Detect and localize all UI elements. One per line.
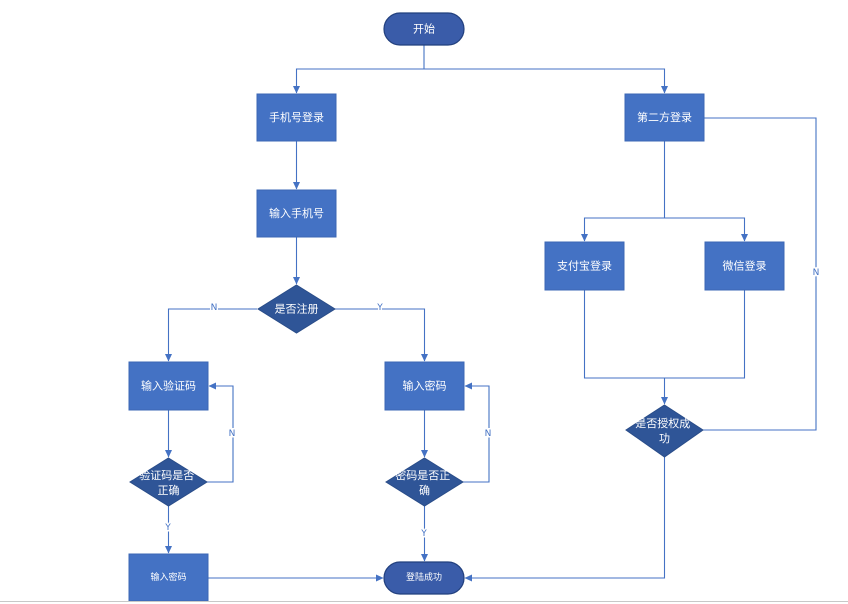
code-correct-decision-shape [129, 457, 208, 507]
start-terminal-shape [383, 12, 465, 46]
input-code-label: 输入验证码 [141, 379, 196, 393]
connector-not-registered [165, 308, 257, 362]
phone-login-label: 手机号登录 [269, 110, 324, 124]
node-start: 开始 [383, 12, 465, 46]
connectors [165, 45, 817, 582]
node-password-correct: 密码是否正 确 [385, 457, 464, 507]
node-code-correct: 验证码是否 正确 [129, 457, 208, 507]
connector-code-wrong-loop [207, 382, 234, 483]
auth-success-label-line-1: 是否授权成 [635, 416, 690, 430]
connector-registered [335, 308, 428, 362]
is-registered-decision-shape [257, 284, 336, 334]
node-is-registered: 是否注册 [257, 284, 336, 334]
node-input-password: 输入密码 [384, 361, 465, 411]
phone-login-process-shape [256, 93, 337, 142]
password-correct-label-line-2: 确 [419, 484, 430, 497]
login-success-terminal-shape [383, 561, 465, 595]
password-correct-label: 密码是否正 确 [395, 468, 454, 497]
password-correct-label-line-1: 密码是否正 [395, 468, 450, 482]
input-phone-process-shape [256, 189, 337, 238]
alipay-login-process-shape [544, 241, 625, 291]
node-login-success: 登陆成功 [383, 561, 465, 595]
input-password-label: 输入密码 [403, 379, 447, 393]
alipay-login-label: 支付宝登录 [557, 259, 612, 273]
edge-label-password-ok: Y [420, 529, 427, 539]
connector-start-to-phone-login [293, 45, 425, 94]
wechat-login-label: 微信登录 [723, 259, 767, 273]
input-phone-label: 输入手机号 [269, 206, 324, 220]
connector-alipay-wechat-merge [583, 290, 746, 379]
edge-label-not-registered: N [211, 303, 218, 313]
start-label: 开始 [413, 22, 435, 36]
auth-success-label-line-2: 功 [659, 432, 670, 445]
node-phone-login: 手机号登录 [256, 93, 337, 142]
wechat-login-process-shape [704, 241, 785, 291]
node-input-code: 输入验证码 [128, 361, 209, 411]
login-success-label: 登陆成功 [406, 571, 442, 583]
edge-label-code-wrong: N [229, 429, 236, 439]
connector-start-to-third-party-login [424, 68, 668, 94]
code-correct-label-line-2: 正确 [158, 484, 180, 497]
connector-third-party-to-wechat [664, 217, 748, 242]
third-party-login-label: 第二方登录 [637, 110, 692, 124]
node-alipay-login: 支付宝登录 [544, 241, 625, 291]
code-correct-label-line-1: 验证码是否 [139, 468, 194, 482]
edge-label-password-wrong: N [485, 429, 492, 439]
edge-label-code-ok: Y [164, 523, 171, 533]
input-code-process-shape [128, 361, 209, 411]
input-password-process-shape [384, 361, 465, 411]
password-correct-decision-shape [385, 457, 464, 507]
input-password-bottom-label: 输入密码 [150, 571, 186, 583]
node-input-password-bottom: 输入密码 [128, 553, 209, 602]
node-auth-success: 是否授权成 功 [625, 404, 704, 458]
third-party-login-process-shape [624, 93, 705, 142]
edge-label-auth-failed: N [813, 268, 820, 278]
auth-success-label: 是否授权成 功 [635, 416, 694, 445]
is-registered-label: 是否注册 [275, 302, 319, 316]
connector-auth-failed-loop [703, 117, 817, 431]
node-third-party-login: 第二方登录 [624, 93, 705, 142]
connector-third-party-to-alipay [581, 141, 666, 242]
node-wechat-login: 微信登录 [704, 241, 785, 291]
auth-success-decision-shape [625, 404, 704, 458]
connector-password-wrong-loop [463, 382, 490, 483]
connector-auth-success-to-login-success [464, 457, 666, 582]
code-correct-label: 验证码是否 正确 [139, 468, 198, 497]
input-password-bottom-process-shape [128, 553, 209, 602]
edge-labels: N Y N Y N Y N [163, 267, 821, 541]
edge-label-registered: Y [376, 303, 383, 313]
node-input-phone: 输入手机号 [256, 189, 337, 238]
